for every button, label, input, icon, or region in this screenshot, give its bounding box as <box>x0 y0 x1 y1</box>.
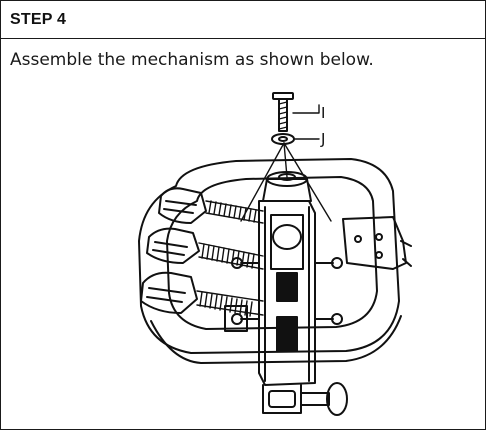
tension-knob-top <box>158 187 207 224</box>
seat-plate <box>138 158 402 364</box>
mounting-bracket <box>342 216 412 270</box>
assembly-diagram: I J <box>138 92 412 416</box>
divider <box>1 38 485 39</box>
step-instruction: Assemble the mechanism as shown below. <box>10 50 374 70</box>
tension-spring-bottom <box>196 290 264 317</box>
washer-part <box>271 133 295 145</box>
assembly-guide-lines <box>240 142 332 222</box>
tension-spring-middle <box>198 242 264 270</box>
tension-spring-top <box>205 200 264 224</box>
tension-knob-bottom <box>140 271 198 314</box>
step-title: STEP 4 <box>10 11 67 28</box>
central-mechanism <box>224 200 343 386</box>
bolt-part <box>272 92 294 132</box>
tension-knob-middle <box>146 227 200 264</box>
height-adjust-knob <box>262 382 348 416</box>
part-label-j: J <box>320 130 325 148</box>
part-label-i: I <box>321 104 325 122</box>
